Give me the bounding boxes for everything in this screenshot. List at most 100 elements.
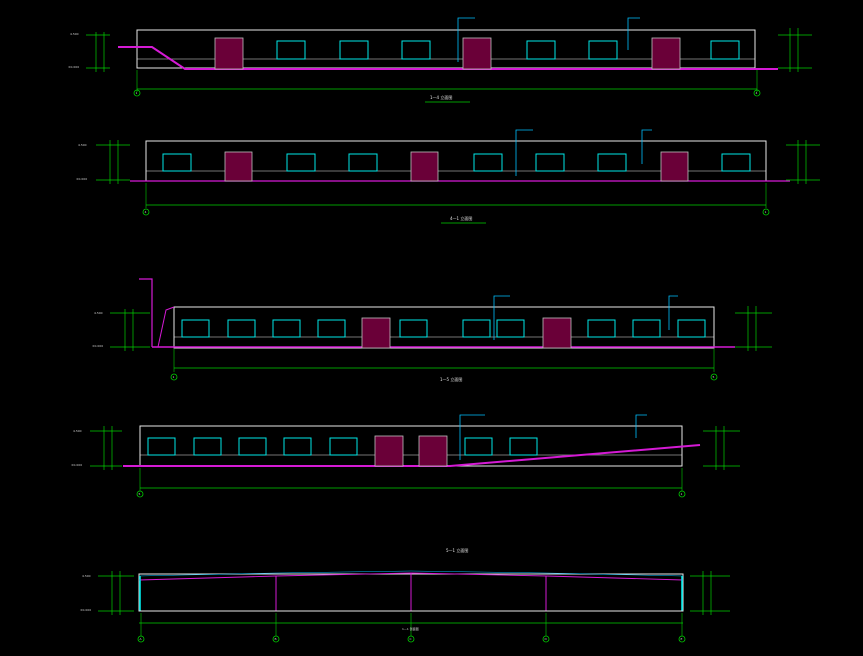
- window: [473, 153, 503, 172]
- axis-bubble: [137, 635, 145, 643]
- axis-label-end: 1: [681, 492, 683, 496]
- section-1-1: A B C D E 4.500 ±0.000 1—1 剖面图: [80, 570, 730, 643]
- axis-bubble: [136, 490, 144, 498]
- axis-bubble: [753, 89, 761, 97]
- ground-level-label: ±0.000: [71, 463, 82, 467]
- axis-label: A: [140, 637, 143, 641]
- window: [496, 319, 525, 338]
- level-markers-left: 4.500 ±0.000: [71, 426, 122, 470]
- elevation-title: 5—1 立面图: [446, 547, 468, 553]
- door: [651, 37, 681, 70]
- window-group: [162, 153, 751, 172]
- window: [238, 437, 267, 456]
- axis-bubble: [710, 373, 718, 381]
- window-group: [276, 40, 740, 60]
- elevation-title: 1—4 立面图: [430, 94, 452, 100]
- leader-line: [668, 295, 678, 330]
- level-markers-right: [735, 306, 772, 351]
- window: [535, 153, 565, 172]
- level-markers-left: 4.500 ±0.000: [68, 32, 110, 72]
- ground-level-label: ±0.000: [92, 344, 103, 348]
- window: [677, 319, 706, 338]
- door: [418, 435, 448, 467]
- window-group: [181, 319, 706, 338]
- window: [588, 40, 618, 60]
- window: [464, 437, 493, 456]
- axis-bubble: [170, 373, 178, 381]
- axis-bubble: [142, 208, 150, 216]
- section-title: 1—1 剖面图: [402, 626, 419, 631]
- elevation-title: 4—1 立面图: [450, 215, 472, 221]
- axis-label-start: 4: [145, 210, 147, 214]
- roof-level-label: 4.500: [73, 429, 82, 433]
- axis-bubble: [678, 490, 686, 498]
- window: [401, 40, 431, 60]
- door: [542, 317, 572, 349]
- ground-level-label: ±0.000: [80, 608, 91, 612]
- axis-bubble: [272, 635, 280, 643]
- slope-line: [157, 306, 175, 348]
- leader-line: [457, 17, 475, 62]
- roof-level-label: 4.500: [70, 32, 79, 36]
- level-markers-left: 4.500 ±0.000: [80, 571, 134, 615]
- leader-line: [641, 129, 652, 164]
- elevation-3: 1 5 4.500 ±0.000 1—5 立面图: [92, 278, 772, 382]
- door: [361, 317, 391, 349]
- elevation-2: 4 1 4.500 ±0.000 4—1 立面图: [76, 129, 820, 224]
- window: [147, 437, 176, 456]
- window: [329, 437, 358, 456]
- level-markers-right: [690, 571, 730, 615]
- axis-label-start: 1: [136, 91, 138, 95]
- level-markers-right: [786, 140, 820, 184]
- level-markers-left: 4.500 ±0.000: [76, 140, 130, 184]
- roof-level-label: 4.500: [82, 574, 91, 578]
- door: [410, 151, 439, 182]
- level-markers-right: [778, 28, 812, 72]
- axis-bubble: [133, 89, 141, 97]
- pipe-line: [139, 278, 153, 347]
- window: [721, 153, 751, 172]
- door: [224, 151, 253, 182]
- ground-line: [123, 444, 701, 467]
- window: [283, 437, 312, 456]
- axis-label-end: 4: [756, 91, 758, 95]
- axis-bubble: [762, 208, 770, 216]
- window: [462, 319, 491, 338]
- roof-level-label: 4.500: [78, 143, 87, 147]
- door: [660, 151, 689, 182]
- ground-level-label: ±0.000: [76, 177, 87, 181]
- building-outline: [173, 306, 715, 349]
- door: [374, 435, 404, 467]
- level-markers-right: [703, 426, 740, 470]
- axis-label: E: [681, 637, 683, 641]
- window: [276, 40, 306, 60]
- window: [526, 40, 556, 60]
- window: [710, 40, 740, 60]
- axis-label-start: 1: [173, 375, 175, 379]
- window-group: [147, 437, 538, 456]
- leader-line: [627, 17, 640, 50]
- axis-bubble: [407, 635, 415, 643]
- elevation-4: 5 1 4.500 ±0.000 5—1 立面图: [71, 414, 740, 553]
- window: [193, 437, 222, 456]
- roof-level-label: 4.500: [94, 311, 103, 315]
- window: [286, 153, 316, 172]
- window: [339, 40, 369, 60]
- axis-label: C: [410, 637, 412, 641]
- leader-line: [459, 414, 485, 460]
- leader-line: [635, 414, 647, 438]
- window: [587, 319, 616, 338]
- window: [272, 319, 301, 338]
- ground-level-label: ±0.000: [68, 65, 79, 69]
- window: [399, 319, 428, 338]
- axis-label: B: [275, 637, 277, 641]
- window: [509, 437, 538, 456]
- window: [597, 153, 627, 172]
- axis-bubble: [542, 635, 550, 643]
- roof-purlin-line: [138, 570, 684, 577]
- elevation-title: 1—5 立面图: [440, 376, 462, 382]
- axis-label-end: 5: [713, 375, 715, 379]
- leader-line: [493, 295, 510, 340]
